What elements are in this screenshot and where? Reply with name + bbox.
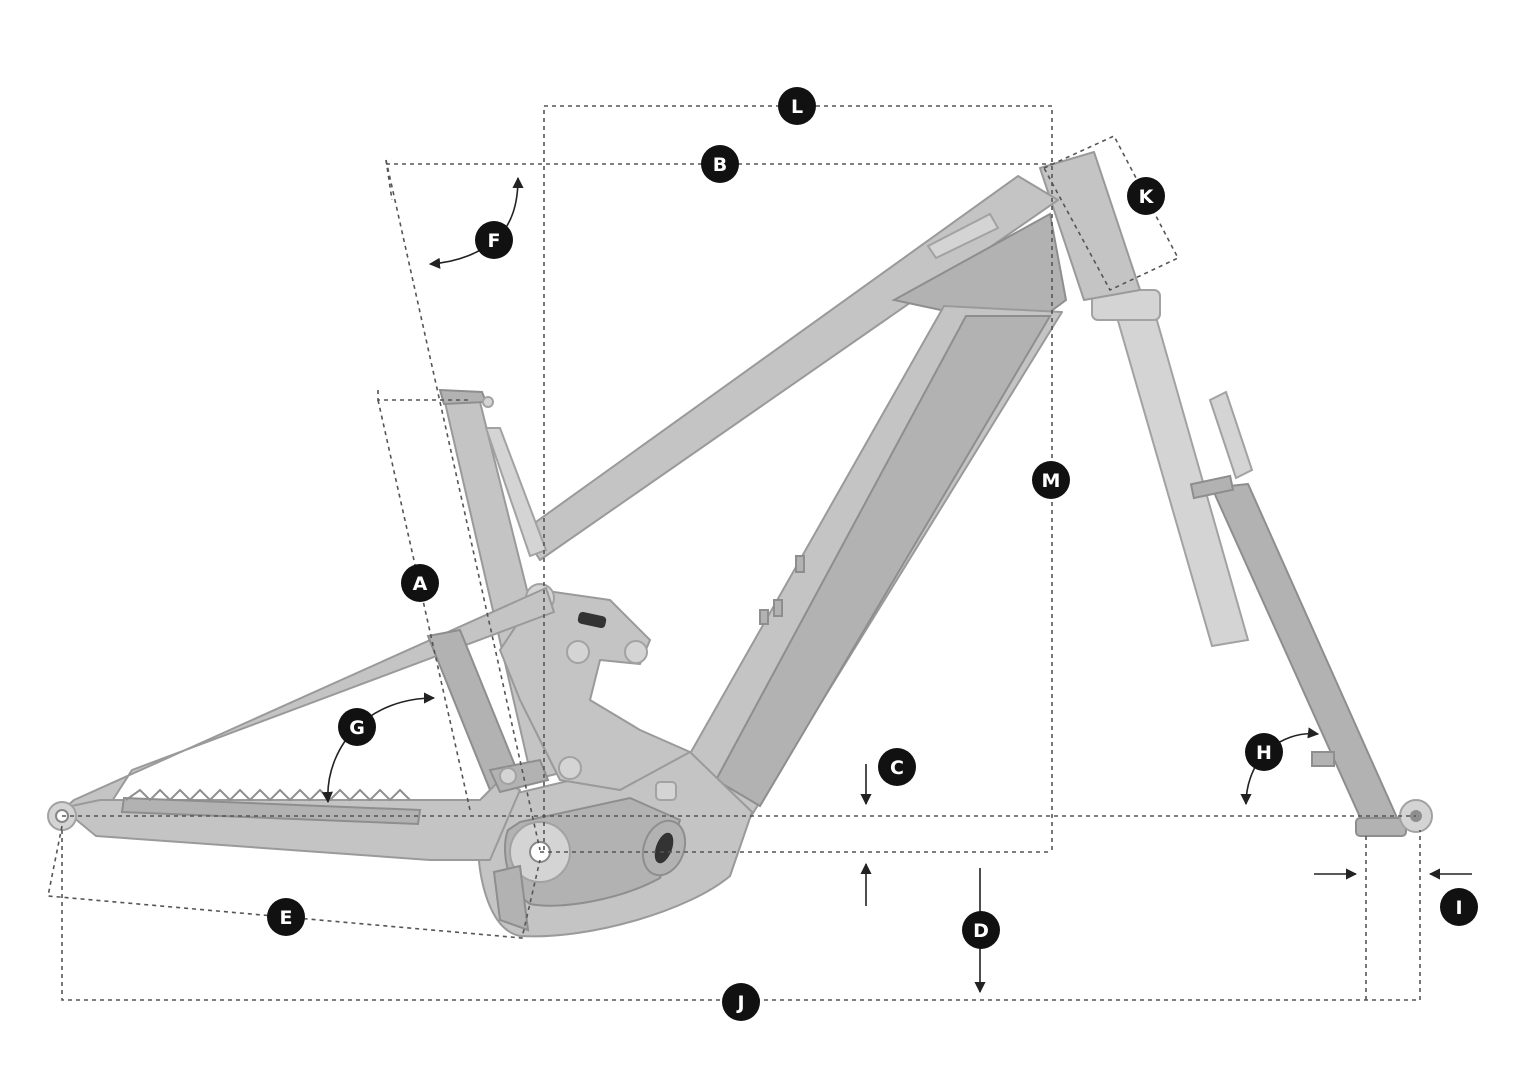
badge-A: A	[401, 564, 439, 602]
badge-label-K: K	[1139, 186, 1155, 208]
badge-C: C	[878, 748, 916, 786]
badge-label-M: M	[1042, 470, 1061, 492]
badge-label-B: B	[713, 154, 727, 176]
badge-E: E	[267, 898, 305, 936]
badge-G: G	[338, 708, 376, 746]
badge-I: I	[1440, 888, 1478, 926]
chain-stay	[61, 779, 521, 861]
head-tube	[1039, 151, 1141, 301]
badge-label-A: A	[413, 573, 428, 595]
badge-label-I: I	[1455, 897, 1462, 919]
fork	[1091, 289, 1433, 837]
badge-label-D: D	[973, 920, 989, 942]
badge-label-E: E	[280, 907, 293, 929]
badge-D: D	[962, 911, 1000, 949]
badge-M: M	[1032, 461, 1070, 499]
badge-J: J	[722, 983, 760, 1021]
bike-frame	[47, 151, 1433, 938]
badge-label-H: H	[1256, 742, 1272, 764]
badge-label-L: L	[791, 96, 803, 118]
top-tube	[521, 175, 1059, 561]
badge-B: B	[701, 145, 739, 183]
badge-label-G: G	[349, 717, 365, 739]
badge-L: L	[778, 87, 816, 125]
badge-F: F	[475, 221, 513, 259]
badge-label-C: C	[890, 757, 904, 779]
rocker-link	[499, 589, 691, 791]
badge-label-J: J	[735, 992, 744, 1014]
badge-H: H	[1245, 733, 1283, 771]
dim-line-K	[1042, 134, 1180, 292]
dim-line-E	[47, 825, 541, 939]
badge-label-F: F	[488, 230, 501, 252]
badge-K: K	[1127, 177, 1165, 215]
